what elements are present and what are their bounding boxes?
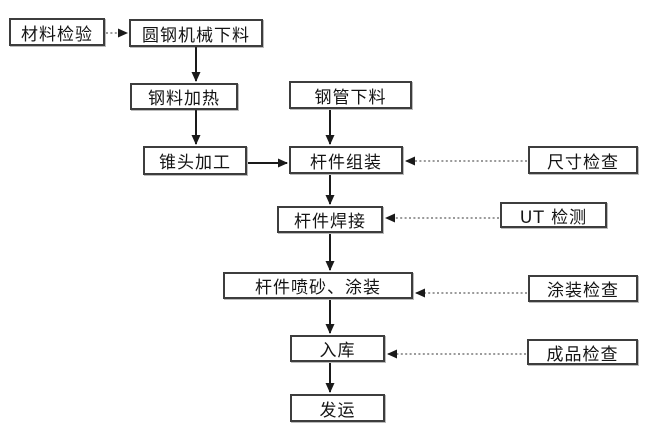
node-member-assembly: 杆件组装 xyxy=(289,146,403,174)
node-ut-testing: UT 检测 xyxy=(500,202,607,228)
node-member-welding: 杆件焊接 xyxy=(277,206,383,233)
node-material-inspection: 材料检验 xyxy=(9,18,105,46)
node-cone-head-processing: 锥头加工 xyxy=(143,146,247,175)
node-blasting-painting: 杆件喷砂、涂装 xyxy=(223,272,413,299)
node-finished-product-check: 成品检查 xyxy=(527,339,638,365)
node-shipping: 发运 xyxy=(290,394,385,422)
node-painting-check: 涂装检查 xyxy=(528,275,638,302)
node-steel-pipe-cutting: 钢管下料 xyxy=(289,81,412,109)
node-steel-heating: 钢料加热 xyxy=(130,83,238,110)
node-dimension-check: 尺寸检查 xyxy=(528,146,638,174)
node-warehousing: 入库 xyxy=(290,335,385,362)
node-round-steel-cutting: 圆钢机械下料 xyxy=(129,19,263,47)
